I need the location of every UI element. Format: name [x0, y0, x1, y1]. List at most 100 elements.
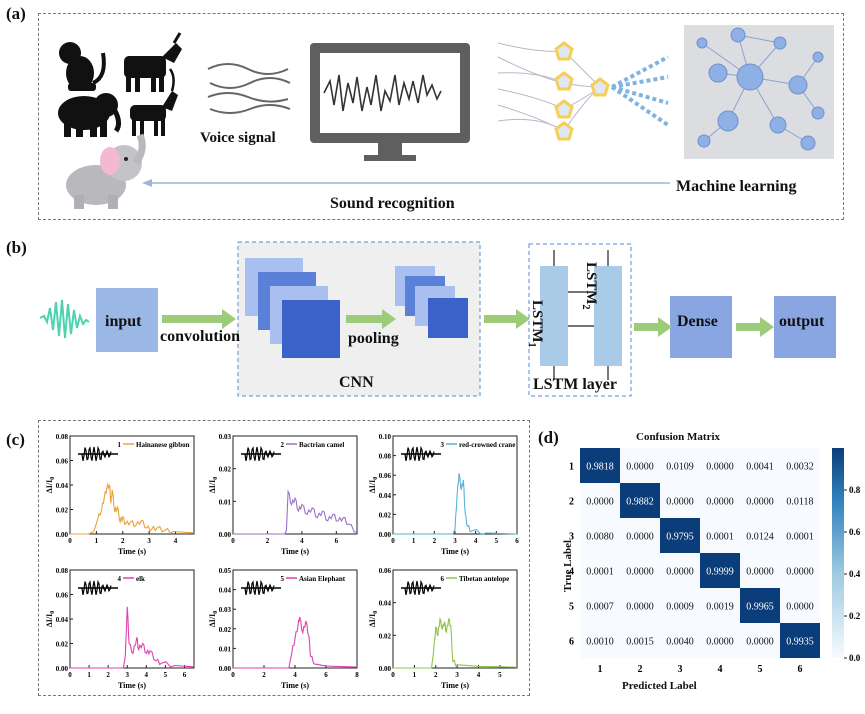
y-tick-label: 0.02	[56, 507, 69, 515]
matrix-cell	[740, 483, 780, 518]
cell-value: 0.0118	[786, 497, 813, 508]
voice-signal-icon	[207, 63, 291, 114]
sound-recognition-label: Sound recognition	[330, 195, 455, 212]
output-label: output	[779, 313, 825, 330]
y-tick-label: 0.00	[379, 531, 392, 539]
x-tick-label: 4	[293, 671, 297, 679]
cell-value: 0.0015	[626, 637, 654, 648]
y-tick-label: 0.06	[379, 567, 392, 575]
x-tick-label: 6	[324, 671, 328, 679]
legend-label: red-crowned crane	[459, 441, 515, 449]
cell-value: 0.0000	[626, 462, 654, 473]
cell-value: 0.0000	[746, 637, 774, 648]
cell-value: 0.0000	[626, 602, 654, 613]
y-tick-label: 0.00	[219, 665, 232, 673]
x-tick-label: 8	[355, 671, 359, 679]
y-tick-label: 0.02	[219, 466, 232, 474]
x-tick-label: 0	[68, 671, 72, 679]
y-tick-label: 0.06	[56, 458, 69, 466]
cell-value: 0.9999	[706, 567, 734, 578]
response-trace	[393, 473, 518, 536]
y-tick-label: 0.03	[219, 433, 232, 441]
cell-value: 0.0000	[786, 602, 814, 613]
y-tick-label: 0.04	[379, 492, 392, 500]
monkey-icon	[59, 42, 106, 91]
cell-value: 0.0080	[586, 532, 614, 543]
cell-value: 0.0000	[626, 567, 654, 578]
cell-value: 0.0000	[626, 532, 654, 543]
y-tick-label: 0.04	[56, 482, 69, 490]
cell-value: 0.0000	[586, 497, 614, 508]
x-tick-label: 4	[474, 537, 478, 545]
x-tick-label: 2	[121, 537, 125, 545]
pooling-label: pooling	[348, 330, 399, 347]
lstm2-label: LSTM2	[580, 262, 599, 310]
matrix-cell	[780, 483, 820, 518]
legend-label: Asian Elephant	[299, 575, 346, 583]
x-tick-label: 5	[498, 671, 502, 679]
cell-value: 0.0000	[786, 567, 814, 578]
y-tick-label: 0.00	[219, 531, 232, 539]
row-tick-label: 3	[569, 532, 574, 543]
matrix-cell	[740, 518, 780, 553]
y-tick-label: 0.03	[219, 606, 232, 614]
convolution-label: convolution	[160, 328, 241, 345]
x-tick-label: 0	[391, 537, 395, 545]
x-tick-label: 2	[434, 671, 438, 679]
cell-value: 0.9882	[626, 497, 654, 508]
y-axis-label: ΔI/I0	[368, 611, 379, 627]
cartoon-elephant-icon	[66, 133, 146, 209]
matrix-cell	[700, 588, 740, 623]
x-tick-label: 5	[164, 671, 168, 679]
response-trace	[70, 606, 195, 669]
col-tick-label: 5	[758, 664, 763, 675]
matrix-cell	[660, 518, 700, 553]
y-tick-label: 0.05	[219, 567, 232, 575]
x-tick-label: 4	[174, 537, 178, 545]
matrix-cell	[620, 553, 660, 588]
x-tick-label: 1	[87, 671, 91, 679]
voice-signal-label: Voice signal	[200, 130, 276, 146]
machine-learning-label: Machine learning	[676, 178, 797, 195]
matrix-cell	[620, 448, 660, 483]
x-tick-label: 4	[300, 537, 304, 545]
cell-value: 0.0000	[746, 567, 774, 578]
matrix-cell	[580, 588, 620, 623]
cell-value: 0.0000	[706, 462, 734, 473]
x-axis-label: Time (s)	[441, 681, 469, 690]
legend-label: Tibetan antelope	[459, 575, 509, 583]
y-tick-label: 0.04	[379, 600, 392, 608]
cell-value: 0.0001	[586, 567, 614, 578]
matrix-cell	[700, 483, 740, 518]
matrix-cell	[580, 448, 620, 483]
x-tick-label: 1	[413, 671, 417, 679]
panel-b-label: (b)	[6, 238, 27, 257]
legend-number: 1	[118, 441, 122, 449]
col-tick-label: 3	[678, 664, 683, 675]
plot-frame	[232, 435, 358, 535]
panel-d-label: (d)	[538, 428, 559, 447]
y-axis-label: ΔI/I0	[208, 477, 219, 493]
response-trace	[233, 489, 358, 535]
confusion-matrix-title: Confusion Matrix	[636, 431, 721, 443]
x-tick-label: 0	[231, 671, 235, 679]
x-tick-label: 1	[412, 537, 416, 545]
x-tick-label: 3	[453, 537, 457, 545]
row-tick-label: 1	[569, 462, 574, 473]
y-axis-label: ΔI/I0	[208, 611, 219, 627]
x-tick-label: 0	[391, 671, 395, 679]
cell-value: 0.9965	[746, 602, 774, 613]
panel-b-diagram	[39, 241, 836, 397]
matrix-cell	[740, 448, 780, 483]
goat-icon	[124, 32, 182, 92]
colorbar-tick-label: 0.8	[849, 485, 860, 495]
x-tick-label: 3	[455, 671, 459, 679]
matrix-cell	[580, 553, 620, 588]
matrix-cell	[660, 588, 700, 623]
panel-c-frame	[38, 420, 530, 696]
legend-number: 4	[118, 575, 122, 583]
y-tick-label: 0.01	[219, 645, 232, 653]
x-tick-label: 2	[266, 537, 270, 545]
